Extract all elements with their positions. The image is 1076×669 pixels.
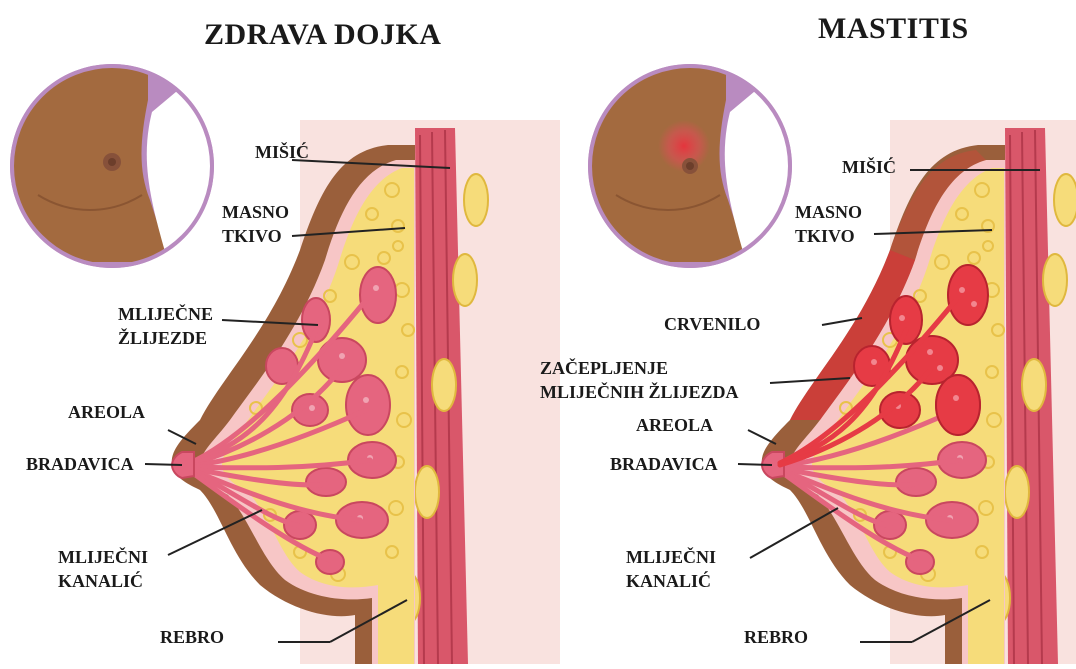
healthy-panel-title: ZDRAVA DOJKA xyxy=(204,20,441,50)
label-areola-mastitis: AREOLA xyxy=(636,416,713,434)
mastitis-panel-title: MASTITIS xyxy=(818,14,969,44)
label-muscle-mastitis: MIŠIĆ xyxy=(842,158,896,176)
label-nipple-mastitis: BRADAVICA xyxy=(610,455,718,473)
mastitis-inset-circle xyxy=(578,60,792,268)
label-redness: CRVENILO xyxy=(664,315,760,333)
label-nipple: BRADAVICA xyxy=(26,455,134,473)
label-muscle: MIŠIĆ xyxy=(255,143,309,161)
healthy-inset-circle xyxy=(0,60,214,268)
label-rib: REBRO xyxy=(160,628,224,646)
label-rib-mastitis: REBRO xyxy=(744,628,808,646)
label-areola: AREOLA xyxy=(68,403,145,421)
